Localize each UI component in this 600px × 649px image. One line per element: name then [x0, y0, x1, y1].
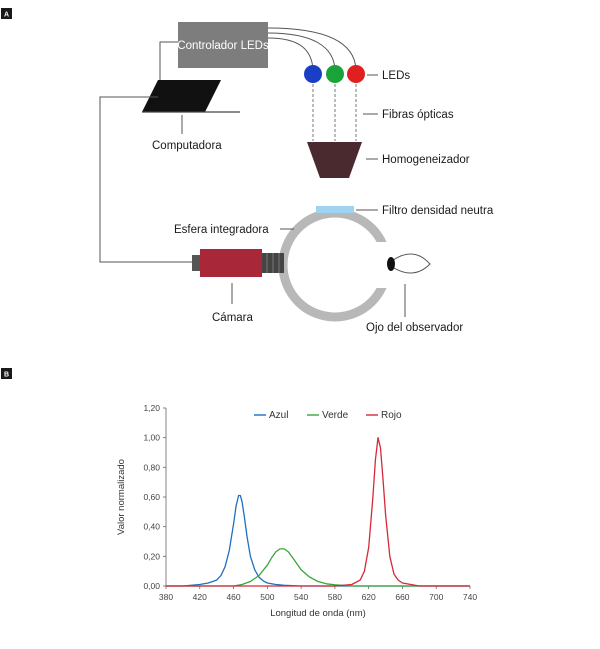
camera-body	[200, 249, 262, 277]
computer-label: Computadora	[152, 140, 222, 152]
x-tick-label: 540	[294, 592, 308, 602]
legend-label-rojo: Rojo	[381, 410, 402, 421]
filter-label: Filtro densidad neutra	[382, 205, 494, 217]
y-axis-ticks: 0,00 0,20 0,40 0,60 0,80 1,00 1,20	[143, 403, 166, 591]
camera-lens-rings	[266, 253, 280, 273]
eye-iris	[387, 257, 395, 271]
sphere-label: Esfera integradora	[174, 224, 269, 236]
series-line-rojo	[166, 437, 470, 587]
y-axis-title: Valor normalizado	[116, 459, 127, 535]
controller-cables	[159, 27, 357, 80]
y-tick-label: 0,40	[143, 522, 160, 532]
series-lines	[166, 437, 470, 587]
emission-spectrum-chart: 0,00 0,20 0,40 0,60 0,80 1,00 1,20 380 420 460 50…	[116, 403, 477, 619]
camera-label: Cámara	[212, 312, 254, 324]
cable-green	[267, 32, 336, 71]
homogenizer	[307, 142, 362, 178]
x-tick-label: 620	[362, 592, 376, 602]
x-tick-label: 580	[328, 592, 342, 602]
cable-controller-computer	[159, 41, 178, 80]
led-blue	[304, 65, 322, 83]
x-axis-title: Longitud de onda (nm)	[270, 608, 366, 619]
integrating-sphere	[278, 208, 392, 322]
legend-label-azul: Azul	[269, 410, 288, 421]
y-tick-label: 0,80	[143, 462, 160, 472]
panel-a-letter: A	[4, 12, 9, 19]
y-tick-label: 1,00	[143, 433, 160, 443]
panel-b-badge	[1, 368, 12, 379]
computer-screen	[142, 80, 221, 112]
x-tick-label: 420	[193, 592, 207, 602]
led-red	[347, 65, 365, 83]
led-controller-label: Controlador LEDs	[177, 40, 269, 52]
eye-label: Ojo del observador	[366, 322, 463, 334]
x-tick-label: 460	[226, 592, 240, 602]
cable-blue	[267, 37, 314, 71]
led-green	[326, 65, 344, 83]
x-tick-label: 700	[429, 592, 443, 602]
y-tick-label: 0,60	[143, 492, 160, 502]
leds-label: LEDs	[382, 70, 410, 82]
cable-red	[267, 27, 357, 71]
observer-eye	[387, 253, 431, 274]
panel-a: A Controlador LEDs LEDs Fibras ópticas H…	[1, 8, 494, 334]
sphere-eye-port	[376, 242, 394, 288]
camera-back-cap	[192, 255, 200, 271]
panel-a-badge	[1, 8, 12, 19]
panel-b: B 0,00 0,20 0,40 0,60 0,80 1,00 1,20 380 420 460…	[1, 368, 477, 619]
y-tick-label: 1,20	[143, 403, 160, 413]
y-tick-label: 0,20	[143, 551, 160, 561]
panel-b-letter: B	[4, 372, 9, 379]
x-tick-label: 380	[159, 592, 173, 602]
fibers-label: Fibras ópticas	[382, 109, 454, 121]
optical-fibers	[312, 84, 357, 141]
neutral-density-filter	[316, 206, 354, 213]
x-tick-label: 500	[260, 592, 274, 602]
led-controller-box	[178, 22, 268, 68]
x-axis-ticks: 380 420 460 500 540 580 620 660 700 740	[159, 586, 477, 602]
x-tick-label: 740	[463, 592, 477, 602]
cable-computer-camera	[99, 96, 192, 263]
chart-legend: Azul Verde Rojo	[254, 410, 402, 421]
legend-label-verde: Verde	[322, 410, 349, 421]
series-line-verde	[166, 548, 470, 587]
x-tick-label: 660	[395, 592, 409, 602]
series-line-azul	[166, 494, 470, 587]
y-tick-label: 0,00	[143, 581, 160, 591]
homogenizer-label: Homogeneizador	[382, 154, 470, 166]
